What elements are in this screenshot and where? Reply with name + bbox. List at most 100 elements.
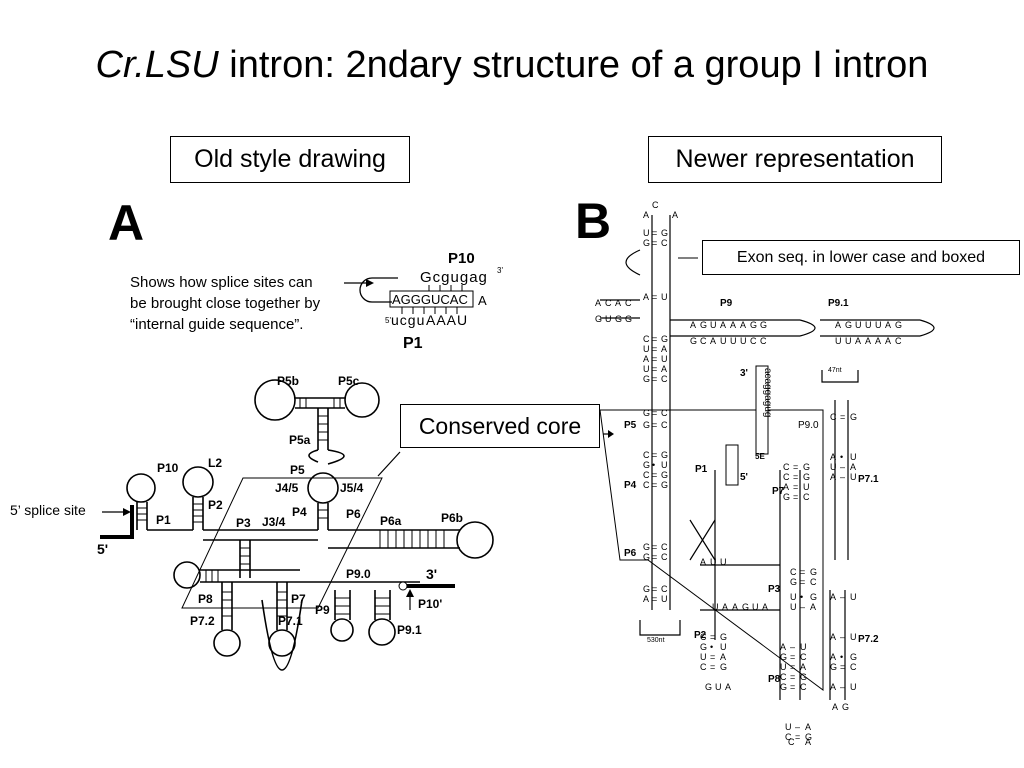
svg-text:G: G [720,632,727,642]
p1-bottom-tail: AAAU [426,312,468,328]
label-p7-1: P7.1 [278,614,303,628]
svg-text:C: C [605,298,612,308]
svg-text:=: = [652,420,657,430]
svg-text:A: A [885,320,891,330]
label-b-47nt: 47nt [828,367,842,374]
svg-text:C: C [790,567,797,577]
svg-text:U: U [850,452,857,462]
svg-text:A: A [740,320,746,330]
svg-text:=: = [790,662,795,672]
svg-text:G: G [643,420,650,430]
svg-text:U: U [835,336,842,346]
svg-text:G: G [790,577,797,587]
svg-text:•: • [840,452,843,462]
svg-text:A: A [725,682,731,692]
svg-text:A: A [643,594,649,604]
svg-text:G: G [845,320,852,330]
conserved-core-label: Conserved core [400,404,600,448]
svg-text:G: G [661,228,668,238]
svg-text:U: U [643,228,650,238]
svg-text:U: U [855,320,862,330]
svg-text:G: G [700,320,707,330]
p1-label-inset: P1 [403,335,423,352]
svg-text:=: = [800,567,805,577]
svg-text:=: = [790,682,795,692]
newer-representation-label: Newer representation [648,136,942,183]
label-b-p6: P6 [624,548,637,559]
svg-text:C: C [785,732,792,742]
svg-text:U: U [730,336,737,346]
svg-text:A: A [762,602,768,612]
svg-text:G: G [783,492,790,502]
svg-text:=: = [793,492,798,502]
svg-text:C: C [661,374,668,384]
svg-text:C: C [652,200,659,210]
label-j4-5: J4/5 [275,481,299,495]
note-line-3: “internal guide sequence”. [130,316,304,333]
core-arrow-a [377,451,401,477]
svg-text:A: A [595,298,601,308]
svg-text:G: G [805,732,812,742]
svg-text:A: A [783,482,789,492]
igs-box [389,290,474,308]
svg-text:=: = [710,662,715,672]
svg-text:A: A [730,320,736,330]
svg-text:C: C [625,298,632,308]
svg-text:=: = [652,238,657,248]
svg-text:C: C [895,336,902,346]
p10-prime-arrow-head [406,589,414,597]
label-p2: P2 [208,498,223,512]
label-b-530nt: 530nt [647,637,665,644]
svg-text:A: A [690,320,696,330]
label-b-p7-1: P7.1 [858,474,879,485]
panel-a-letter: A [108,195,145,251]
old-style-labels: P5b P5c P5a P5 J4/5 J5/4 P4 P6 P6a P6b J… [156,374,463,637]
svg-text:=: = [652,470,657,480]
svg-text:A: A [643,354,649,364]
svg-text:–: – [840,592,845,602]
p10-label-inset: P10 [448,250,475,267]
svg-text:•: • [710,642,713,652]
svg-text:U: U [715,682,722,692]
svg-text:A: A [661,344,667,354]
svg-text:C: C [643,470,650,480]
newer-backbone [600,215,935,700]
svg-text:C: C [803,492,810,502]
svg-text:C: C [661,542,668,552]
svg-text:A: A [830,452,836,462]
svg-text:A: A [835,320,841,330]
svg-text:C: C [850,662,857,672]
svg-text:=: = [652,450,657,460]
svg-text:U: U [720,557,727,567]
svg-text:A: A [875,336,881,346]
svg-text:C: C [661,420,668,430]
svg-text:C: C [643,334,650,344]
label-p7: P7 [291,592,306,606]
svg-text:C: C [661,238,668,248]
svg-text:U: U [790,592,797,602]
old-style-label: Old style drawing [170,136,410,183]
svg-text:U: U [800,642,807,652]
svg-text:U: U [661,292,668,302]
svg-text:•: • [840,652,843,662]
svg-text:C: C [643,480,650,490]
label-b-5prime: 5' [740,472,748,483]
label-p5a: P5a [289,433,311,447]
svg-text:=: = [840,412,845,422]
svg-text:C: C [830,412,837,422]
svg-text:=: = [652,334,657,344]
svg-text:U: U [740,336,747,346]
svg-text:C: C [800,652,807,662]
svg-text:U: U [710,320,717,330]
label-b-p3: P3 [768,584,781,595]
svg-text:A: A [661,364,667,374]
svg-text:C: C [661,408,668,418]
svg-text:U: U [875,320,882,330]
svg-text:A: A [672,210,678,220]
svg-text:G: G [661,480,668,490]
label-l2: L2 [208,456,222,470]
label-p7-2: P7.2 [190,614,215,628]
svg-text:A: A [732,602,738,612]
svg-text:U: U [790,602,797,612]
